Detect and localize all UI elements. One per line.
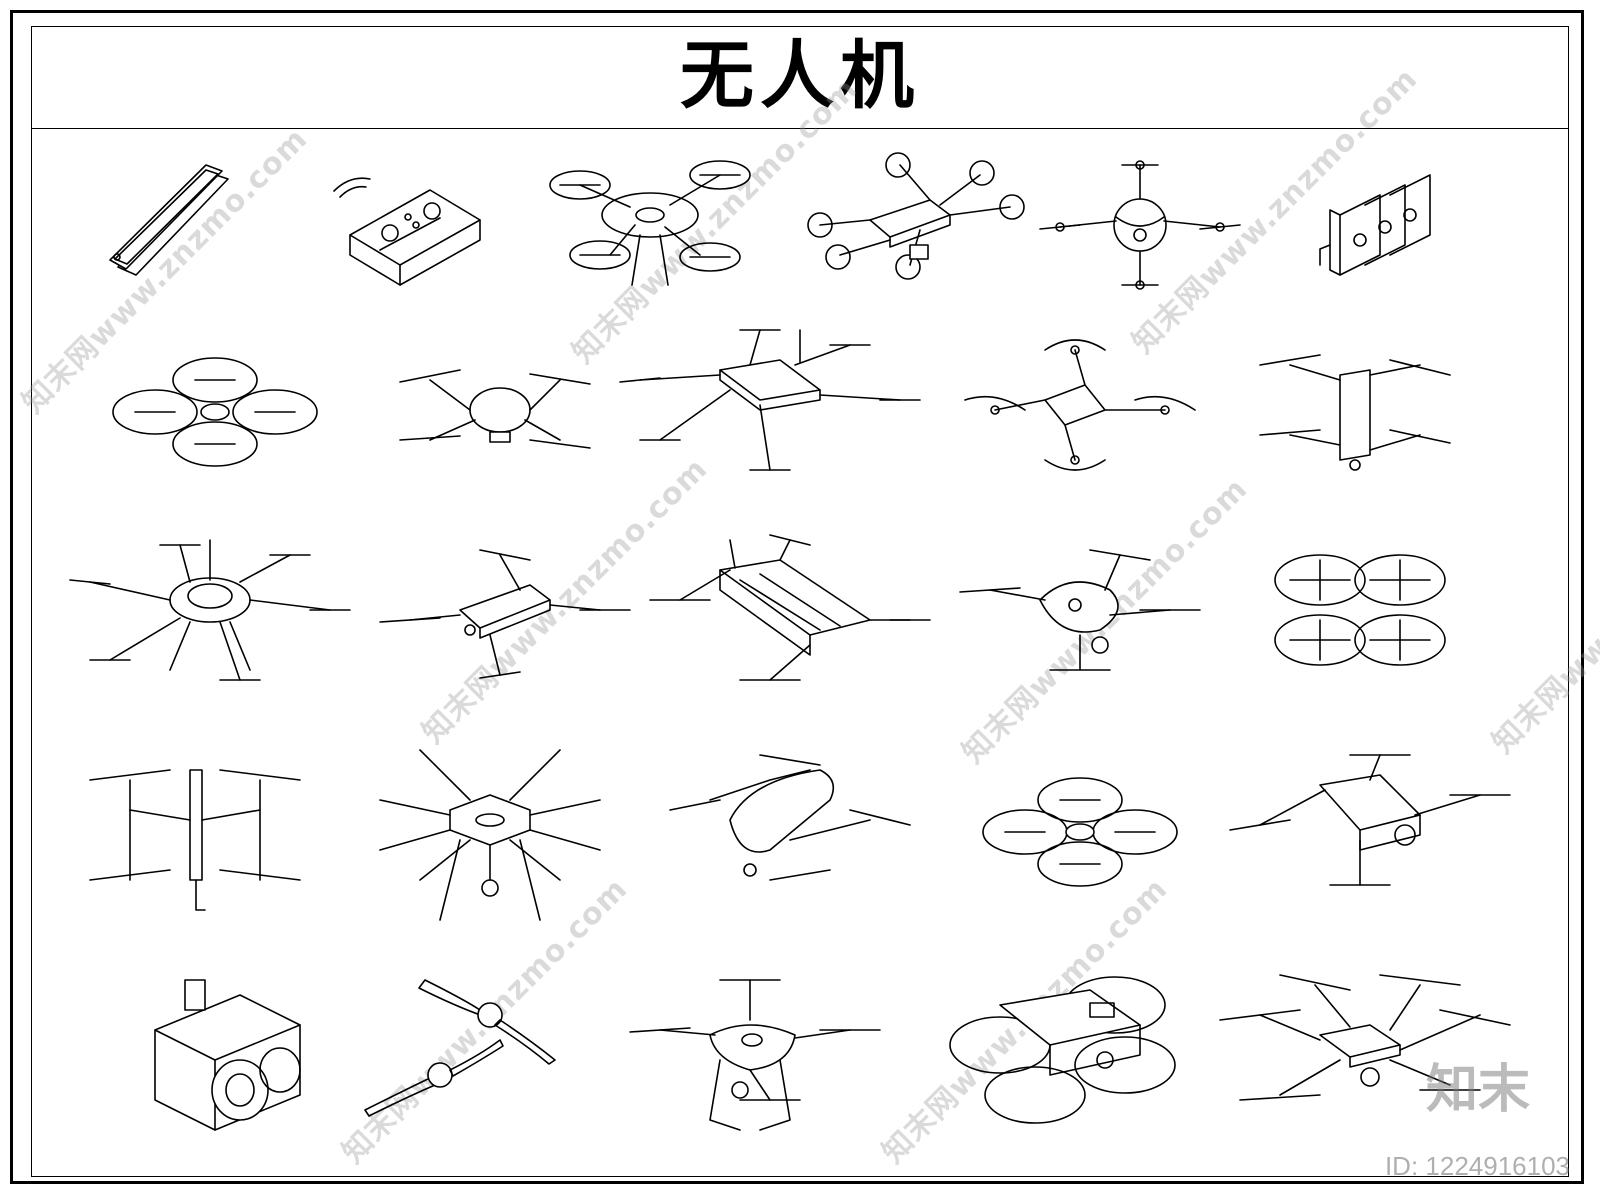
ring-quadcopter-icon: [90, 340, 390, 540]
cargo-drone-icon: [650, 740, 950, 940]
landing-gear-quadcopter-icon: [629, 960, 930, 1160]
cinewhoop-drone-icon: [970, 760, 1270, 960]
heavy-lift-hexacopter-icon: [1219, 965, 1520, 1165]
hexacopter-camera-icon: [790, 145, 1090, 345]
dome-quadcopter-icon: [390, 340, 690, 540]
octocopter-icon: [340, 740, 640, 940]
compact-quadcopter-icon: [379, 540, 680, 740]
camera-quadcopter-icon: [959, 530, 1260, 730]
title-bar: 无人机: [32, 27, 1568, 129]
camera-drone-icon: [1229, 745, 1530, 945]
smartphone-icon: [60, 145, 360, 345]
ducted-camera-drone-icon: [940, 965, 1240, 1165]
ducted-quadcopter-icon: [1260, 540, 1560, 740]
racing-drone-icon: [955, 330, 1255, 530]
spherical-drone-icon: [1030, 145, 1330, 345]
propeller-icon: [355, 960, 655, 1160]
vtol-frame-drone-icon: [80, 740, 380, 940]
action-camera-icon: [120, 960, 420, 1160]
guarded-quadcopter-icon: [540, 145, 840, 345]
round-hexacopter-icon: [60, 530, 360, 730]
hexacopter-antenna-icon: [619, 320, 921, 520]
remote-controller-icon: [320, 145, 620, 345]
brand-logo-text: 知末: [1425, 1060, 1530, 1120]
sheet-title: 无人机: [680, 33, 920, 119]
long-body-drone-icon: [640, 530, 940, 730]
battery-pack-icon: [1300, 145, 1600, 345]
asset-id-text: ID: 1224916103: [1384, 1151, 1570, 1181]
drawing-sheet: 无人机: [31, 26, 1569, 1177]
folding-drone-icon: [1259, 335, 1560, 535]
